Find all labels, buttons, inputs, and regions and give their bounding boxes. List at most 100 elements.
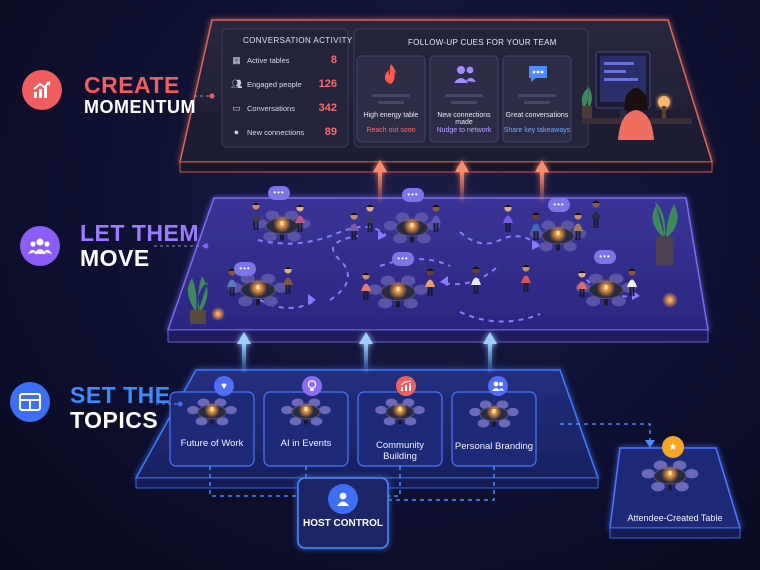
set-the-topics-line2: TOPICS — [70, 407, 159, 433]
walking-person — [471, 266, 481, 294]
follow-up-card-action: Reach out soon — [366, 127, 416, 134]
activity-row-value: 342 — [318, 102, 337, 114]
chat-icon: ▭ — [232, 103, 241, 113]
people-icon: 👥︎ — [231, 79, 243, 89]
walking-person — [503, 204, 513, 232]
user-icon — [328, 484, 358, 514]
decor-plants-lamps — [187, 202, 678, 324]
table-icon: ▦ — [232, 55, 241, 65]
follow-up-card-box-3 — [502, 55, 572, 143]
topic-label-personal-branding: Personal Branding — [454, 441, 534, 452]
create-momentum-line1: CREATE — [84, 72, 180, 98]
topic-label-ai-in-events: AI in Events — [280, 438, 332, 449]
chat-bubble-icon: ••• — [234, 262, 256, 276]
activity-row: ▦ Active tables 8 — [231, 52, 339, 72]
chat-bubble-icon: ••• — [402, 188, 424, 202]
follow-up-card-label: High energy table — [363, 112, 419, 119]
activity-row-label: Active tables — [247, 56, 290, 65]
activity-row-value: 8 — [330, 54, 337, 66]
follow-up-panel-title: FOLLOW-UP CUES FOR YOUR TEAM — [408, 38, 557, 47]
follow-up-card-box-2 — [429, 55, 499, 143]
follow-up-card-box-1 — [356, 55, 426, 143]
follow-up-card-action: Nudge to network — [436, 127, 492, 134]
chat-bubble-icon: ••• — [268, 186, 290, 200]
flame-icon — [380, 62, 402, 91]
chat-bubble-icon: ••• — [594, 250, 616, 264]
let-them-move-line2: MOVE — [80, 245, 150, 271]
attendee-table-label: Attendee-Created Table — [627, 513, 723, 523]
seated-person — [227, 268, 237, 296]
activity-row: ▭ Conversations 342 — [231, 100, 339, 120]
star-icon: ★ — [662, 436, 684, 458]
chat-bubble-icon: ••• — [548, 198, 570, 212]
activity-row-label: Engaged people — [247, 80, 302, 89]
step-connector-dots — [177, 93, 215, 407]
topic-table — [375, 398, 425, 426]
people-icon — [488, 376, 508, 396]
people-icon — [453, 64, 477, 89]
follow-up-card-action: Share key takeaways — [503, 127, 571, 134]
set-the-topics-line1: SET THE — [70, 382, 171, 408]
topic-table — [187, 398, 237, 426]
topic-label-community-building: Community Building — [375, 440, 425, 462]
analyst-at-desk-illustration — [581, 51, 692, 140]
movement-path-arrowheads — [308, 230, 640, 304]
walking-person — [591, 200, 601, 228]
chart-growth-icon — [396, 376, 416, 396]
attendee-arrowhead — [645, 440, 655, 448]
walking-person — [521, 264, 531, 292]
seated-person — [251, 202, 261, 230]
seated-person — [573, 212, 583, 240]
heart-icon: ♥ — [214, 376, 234, 396]
seated-person — [531, 212, 541, 240]
lightbulb-icon — [302, 376, 322, 396]
chat-icon — [527, 64, 549, 89]
round-table — [383, 212, 441, 244]
set-the-topics-step-icon — [10, 382, 50, 422]
seated-person — [627, 268, 637, 296]
speech-bubble-icon: ● — [233, 127, 240, 137]
follow-up-placeholder-lines — [372, 94, 556, 104]
round-table — [575, 273, 637, 307]
activity-panel-title: CONVERSATION ACTIVITY — [243, 36, 353, 45]
activity-row: 👥︎ Engaged people 126 — [231, 76, 339, 96]
topic-table — [469, 400, 519, 428]
seated-person — [283, 266, 293, 294]
table-grid-icon — [19, 393, 41, 411]
people-group-icon — [28, 238, 52, 254]
host-control-label: HOST CONTROL — [303, 518, 383, 529]
walking-person — [349, 212, 359, 240]
let-them-move-line1: LET THEM — [80, 220, 199, 246]
seated-person — [431, 204, 441, 232]
chart-growth-icon — [33, 81, 51, 98]
seated-person — [425, 268, 435, 296]
attendee-table-tile — [609, 447, 742, 539]
round-table — [227, 273, 289, 307]
seated-person — [295, 204, 305, 232]
round-table — [367, 275, 429, 309]
follow-up-card-label: Great conversations — [505, 112, 569, 119]
seated-person — [577, 270, 587, 298]
let-them-move-step-icon — [20, 226, 60, 266]
seated-person — [361, 272, 371, 300]
activity-row-label: Conversations — [247, 104, 295, 113]
topic-table — [281, 398, 331, 426]
create-momentum-step-icon — [22, 70, 62, 110]
activity-row-label: New connections — [247, 128, 305, 137]
activity-panel-box — [221, 28, 349, 148]
activity-row-value: 126 — [318, 78, 337, 90]
topic-label-future-of-work: Future of Work — [180, 438, 244, 449]
topic-arrows — [237, 332, 497, 372]
round-table — [253, 210, 311, 242]
momentum-arrows — [373, 160, 549, 204]
step-connectors — [154, 95, 212, 405]
attendee-round-table — [641, 460, 699, 492]
activity-row: ● New connections 89 — [231, 124, 339, 144]
follow-up-card-label: New connections made — [437, 112, 491, 126]
create-momentum-line2: MOMENTUM — [84, 97, 196, 117]
activity-row-value: 89 — [324, 126, 337, 138]
seated-person — [365, 204, 375, 232]
chat-bubble-icon: ••• — [392, 252, 414, 266]
